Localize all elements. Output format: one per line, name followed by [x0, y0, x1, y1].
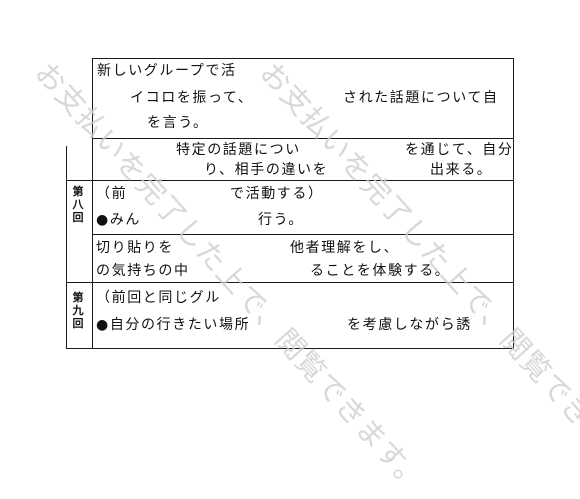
- table-rule: [92, 234, 514, 235]
- text-line: り、相手の違いを: [204, 162, 329, 178]
- table-rule: [66, 146, 67, 348]
- text-line: 特定の話題につい: [176, 142, 301, 158]
- text-line: （前回と同じグル: [96, 290, 221, 306]
- table-rule: [66, 180, 514, 181]
- table-rule: [66, 282, 514, 283]
- text-line: 切り貼りを: [96, 240, 174, 256]
- document-page: 新しいグループで活 イコロを振って、 された話題について自 を言う。 特定の話題…: [28, 55, 580, 498]
- text-line: ることを体験する。: [310, 263, 451, 279]
- text-line: 行う。: [258, 212, 304, 228]
- text-line: ●自分の行きたい場所: [96, 317, 251, 333]
- table-rule: [513, 58, 514, 348]
- text-line: 他者理解をし、: [290, 240, 400, 256]
- text-line: イコロを振って、: [130, 90, 254, 106]
- text-line: の気持ちの中: [96, 263, 190, 279]
- text-line: された話題について自: [343, 90, 499, 106]
- table-rule: [92, 58, 514, 59]
- text-line: ●みん: [96, 212, 142, 228]
- session-number-label: 第 八 回: [72, 185, 84, 224]
- text-line: 出来る。: [430, 162, 493, 178]
- text-line: （前: [96, 186, 128, 202]
- text-line: 新しいグループで活: [97, 63, 237, 79]
- text-line: で活動する）: [230, 186, 324, 202]
- table-rule: [92, 138, 514, 139]
- text-line: を通じて、自分: [405, 142, 514, 158]
- table-rule: [66, 348, 514, 349]
- table-rule: [92, 58, 93, 146]
- text-line: を言う。: [147, 115, 209, 131]
- session-number-label: 第 九 回: [72, 291, 84, 330]
- text-line: を考慮しながら誘: [347, 317, 472, 333]
- table-rule: [92, 146, 93, 348]
